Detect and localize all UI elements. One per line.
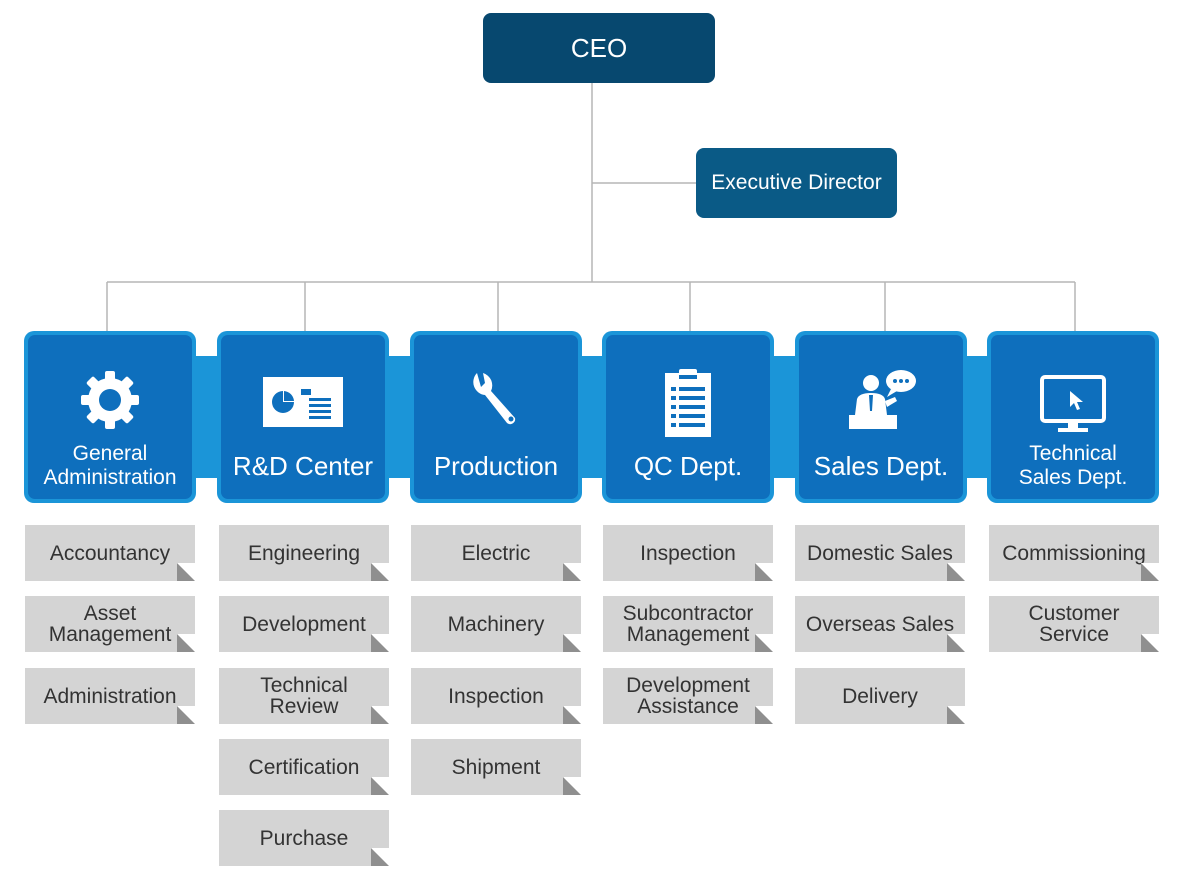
sub-certification: Certification — [219, 739, 389, 795]
ceo-box: CEO — [483, 13, 715, 83]
sub-shipment: Shipment — [411, 739, 581, 795]
executive-director-label: Executive Director — [711, 171, 882, 194]
dept-sales: Sales Dept. — [795, 331, 967, 503]
dept-label: Production — [433, 451, 559, 481]
sub-technical-review: Technical Review — [219, 668, 389, 724]
sub-asset-management: Asset Management — [25, 596, 195, 652]
sub-development: Development — [219, 596, 389, 652]
sub-purchase: Purchase — [219, 810, 389, 866]
dept-production: Production — [410, 331, 582, 503]
wrench-icon — [414, 367, 578, 433]
sub-overseas-sales: Overseas Sales — [795, 596, 965, 652]
sub-accountancy: Accountancy — [25, 525, 195, 581]
sub-customer-service: Customer Service — [989, 596, 1159, 652]
clipboard-icon — [606, 367, 770, 437]
sub-engineering: Engineering — [219, 525, 389, 581]
dept-technical-sales: Technical Sales Dept. — [987, 331, 1159, 503]
monitor-cursor-icon — [991, 367, 1155, 433]
executive-director-box: Executive Director — [696, 148, 897, 218]
sub-machinery: Machinery — [411, 596, 581, 652]
sub-qc-inspection: Inspection — [603, 525, 773, 581]
dept-label: QC Dept. — [633, 451, 743, 481]
dept-label: R&D Center — [232, 451, 374, 481]
sub-commissioning: Commissioning — [989, 525, 1159, 581]
dept-label: Sales Dept. — [813, 451, 949, 481]
sub-subcontractor-management: Subcontractor Management — [603, 596, 773, 652]
sub-inspection: Inspection — [411, 668, 581, 724]
salesperson-speech-icon — [799, 367, 963, 433]
dept-label: Technical Sales Dept. — [1018, 442, 1128, 489]
sub-electric: Electric — [411, 525, 581, 581]
department-band — [30, 356, 1154, 478]
sub-domestic-sales: Domestic Sales — [795, 525, 965, 581]
sub-delivery: Delivery — [795, 668, 965, 724]
dept-rd-center: R&D Center — [217, 331, 389, 503]
sub-development-assistance: Development Assistance — [603, 668, 773, 724]
sub-administration: Administration — [25, 668, 195, 724]
presentation-board-icon — [221, 367, 385, 433]
dept-label: General Administration — [43, 442, 177, 489]
gear-icon — [28, 367, 192, 433]
dept-general-administration: General Administration — [24, 331, 196, 503]
dept-qc: QC Dept. — [602, 331, 774, 503]
ceo-label: CEO — [570, 32, 628, 63]
